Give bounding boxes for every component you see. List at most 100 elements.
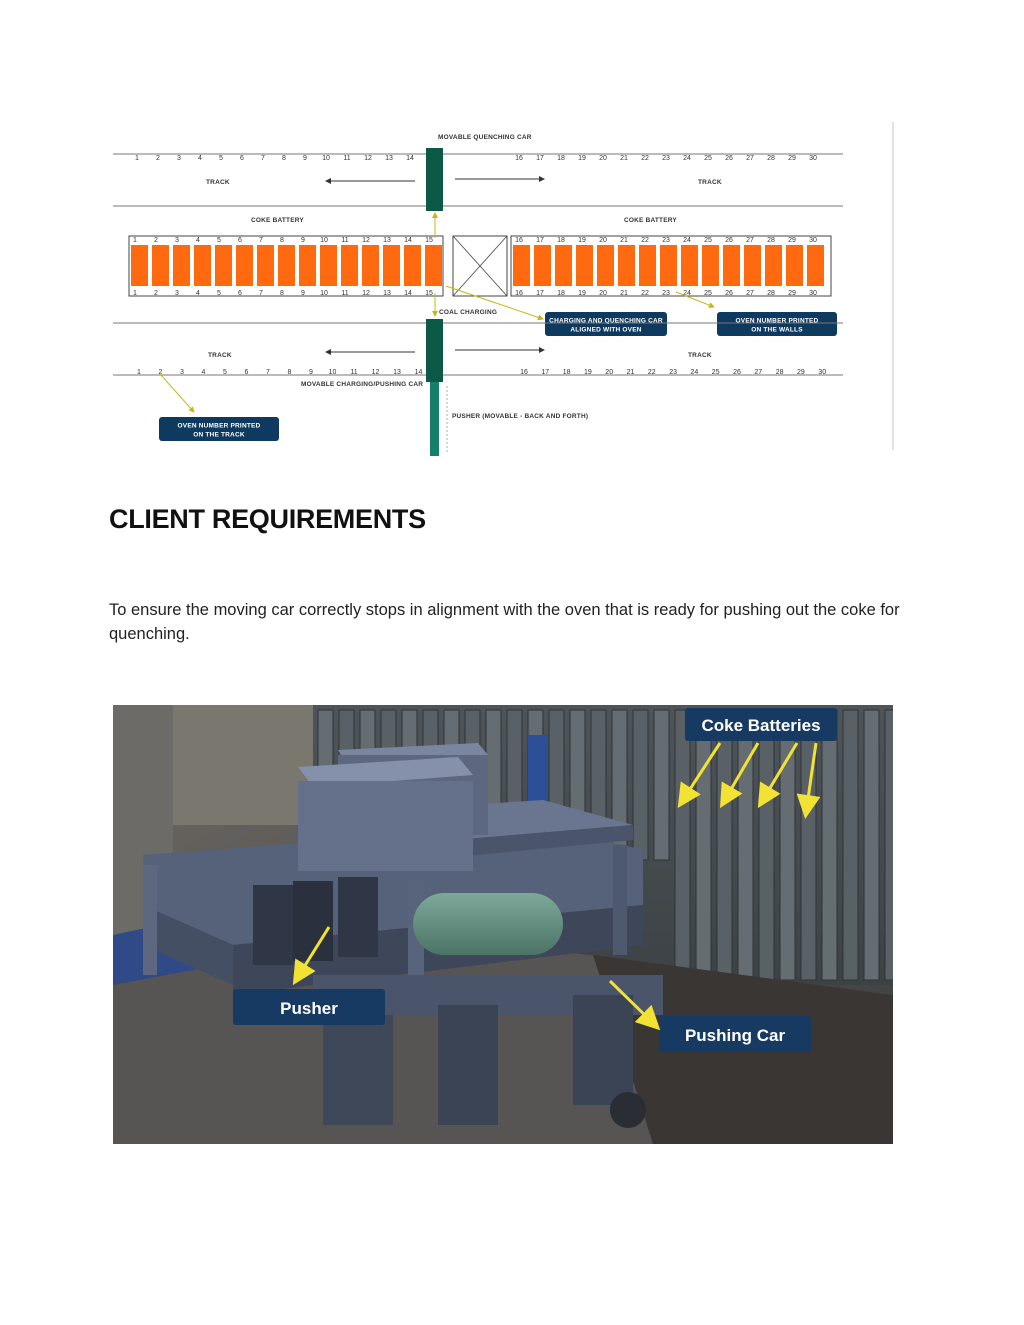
battery-oven-door [716, 709, 733, 981]
oven-number: 17 [536, 290, 544, 297]
track-number: 30 [818, 369, 826, 376]
oven-number: 22 [641, 290, 649, 297]
track-number: 22 [648, 369, 656, 376]
track-number: 14 [415, 369, 423, 376]
track-number: 24 [691, 369, 699, 376]
track-number: 29 [788, 237, 796, 244]
pusher-callout: Pusher [233, 989, 385, 1025]
right-oven-blocks [513, 245, 824, 286]
svg-text:ON THE WALLS: ON THE WALLS [751, 327, 803, 334]
track-number: 15 [425, 237, 433, 244]
track-number: 26 [725, 155, 733, 162]
track-number: 27 [754, 369, 762, 376]
oven-block [131, 245, 148, 286]
track-number: 16 [520, 369, 528, 376]
oven-number-walls-callout: OVEN NUMBER PRINTED ON THE WALLS [717, 312, 837, 336]
track-number: 18 [557, 155, 565, 162]
track-number: 16 [515, 155, 523, 162]
battery-oven-door [653, 709, 670, 861]
track-number: 25 [704, 237, 712, 244]
oven-block [194, 245, 211, 286]
svg-text:CHARGING AND QUENCHING CAR: CHARGING AND QUENCHING CAR [549, 318, 663, 325]
track-number: 11 [341, 237, 348, 244]
requirements-paragraph: To ensure the moving car correctly stops… [109, 601, 900, 643]
oven-block [215, 245, 232, 286]
battery-oven-door [737, 709, 754, 981]
track-number: 25 [704, 155, 712, 162]
pushing-car-illustration: Coke Batteries Pusher Pushing Car [113, 705, 893, 1144]
oven-number: 18 [557, 290, 565, 297]
track-number: 6 [240, 155, 244, 162]
track-number: 12 [372, 369, 380, 376]
oven-number: 1 [133, 290, 137, 297]
track-number: 17 [536, 237, 544, 244]
oven-block [257, 245, 274, 286]
oven-number: 21 [620, 290, 628, 297]
track-number: 8 [288, 369, 292, 376]
track-number: 28 [767, 237, 775, 244]
oven-number: 11 [341, 290, 348, 297]
track-number: 12 [364, 155, 372, 162]
oven-number: 7 [259, 290, 263, 297]
track-number: 26 [733, 369, 741, 376]
tank [413, 893, 563, 955]
track-number: 16 [515, 237, 523, 244]
track-number: 7 [266, 369, 270, 376]
coal-charging-label: COAL CHARGING [439, 309, 497, 316]
oven-number: 2 [154, 290, 158, 297]
oven-number: 10 [320, 290, 328, 297]
track-number: 7 [261, 155, 265, 162]
oven-number: 15 [425, 290, 433, 297]
oven-block [320, 245, 337, 286]
oven-number: 19 [578, 290, 586, 297]
oven-block [513, 245, 530, 286]
track-number: 3 [175, 237, 179, 244]
charging-quenching-callout: CHARGING AND QUENCHING CAR ALIGNED WITH … [545, 312, 667, 336]
track-number: 9 [303, 155, 307, 162]
svg-text:Coke Batteries: Coke Batteries [701, 716, 820, 735]
track-number: 20 [599, 237, 607, 244]
oven-block [173, 245, 190, 286]
battery-oven-door [842, 709, 859, 981]
oven-block [383, 245, 400, 286]
track-number: 3 [177, 155, 181, 162]
oven-block [341, 245, 358, 286]
oven-block [299, 245, 316, 286]
track-number: 13 [385, 155, 393, 162]
battery-oven-door [863, 709, 880, 981]
track-number: 4 [196, 237, 200, 244]
oven-number: 26 [725, 290, 733, 297]
track-number: 10 [329, 369, 337, 376]
oven-number: 6 [238, 290, 242, 297]
track-number: 6 [245, 369, 249, 376]
track-number: 10 [320, 237, 328, 244]
track-number: 17 [541, 369, 549, 376]
movable-charging-pushing-car-label: MOVABLE CHARGING/PUSHING CAR [301, 381, 423, 388]
oven-block [152, 245, 169, 286]
track-number: 20 [605, 369, 613, 376]
coke-battery-label-left: COKE BATTERY [251, 217, 304, 224]
track-number: 5 [219, 155, 223, 162]
oven-number: 8 [280, 290, 284, 297]
walls-callout-pointer [675, 291, 715, 308]
oven-number: 16 [515, 290, 523, 297]
track-number: 18 [563, 369, 571, 376]
track-number: 7 [259, 237, 263, 244]
section-heading: CLIENT REQUIREMENTS [109, 504, 426, 534]
track-number: 24 [683, 155, 691, 162]
track-number: 13 [383, 237, 391, 244]
oven-block [765, 245, 782, 286]
pushing-car-callout: Pushing Car [659, 1016, 811, 1052]
oven-number: 28 [767, 290, 775, 297]
track-number: 22 [641, 155, 649, 162]
track-number: 25 [712, 369, 720, 376]
svg-text:Pushing Car: Pushing Car [685, 1026, 786, 1045]
svg-text:OVEN NUMBER PRINTED: OVEN NUMBER PRINTED [736, 318, 819, 325]
track-number: 8 [280, 237, 284, 244]
charging-callout-pointer [445, 285, 544, 321]
oven-block [786, 245, 803, 286]
oven-block [278, 245, 295, 286]
